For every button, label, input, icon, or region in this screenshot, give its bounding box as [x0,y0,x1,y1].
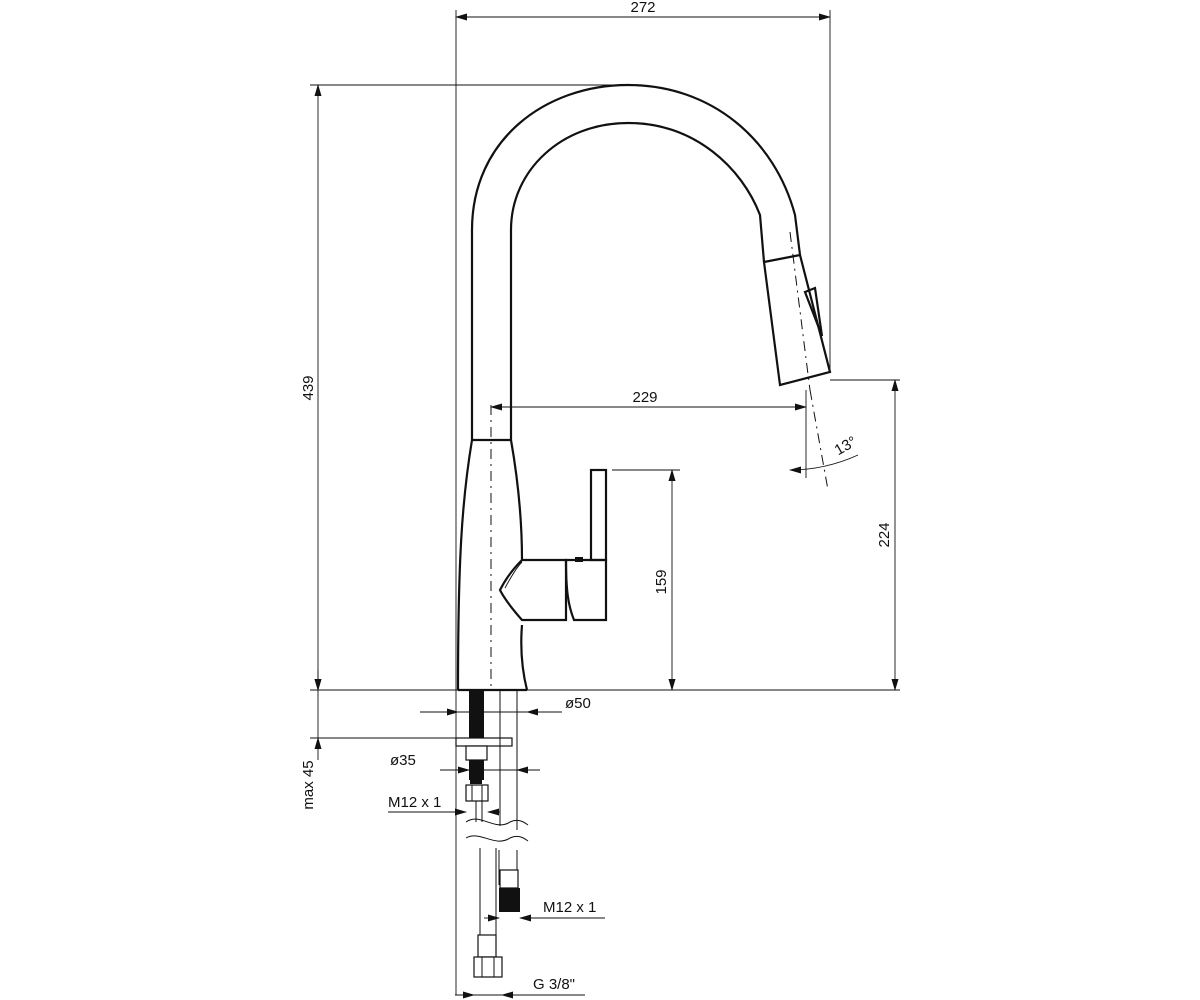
faucet-outline [456,83,832,692]
dim-overall-width: 272 [630,0,655,16]
dim-base-diameter: ø50 [565,695,591,712]
centerlines [490,231,829,690]
dim-thread-upper: M12 x 1 [388,794,441,811]
dim-spout-angle: 13° [832,433,860,459]
dimension-labels: 272 439 229 13° 224 159 ø50 ø35 max 45 M… [300,0,893,993]
dim-handle-height: 159 [653,569,670,594]
dim-overall-height: 439 [300,375,317,400]
dim-mount-thickness: max 45 [300,760,317,809]
mounting-hardware [455,690,529,978]
dim-thread-lower: M12 x 1 [543,899,596,916]
dim-spout-reach: 229 [632,389,657,406]
dim-shank-diameter: ø35 [390,752,416,769]
dim-hose-connection: G 3/8" [533,976,575,993]
dim-outlet-height: 224 [876,522,893,547]
dimension-lines [314,13,899,999]
